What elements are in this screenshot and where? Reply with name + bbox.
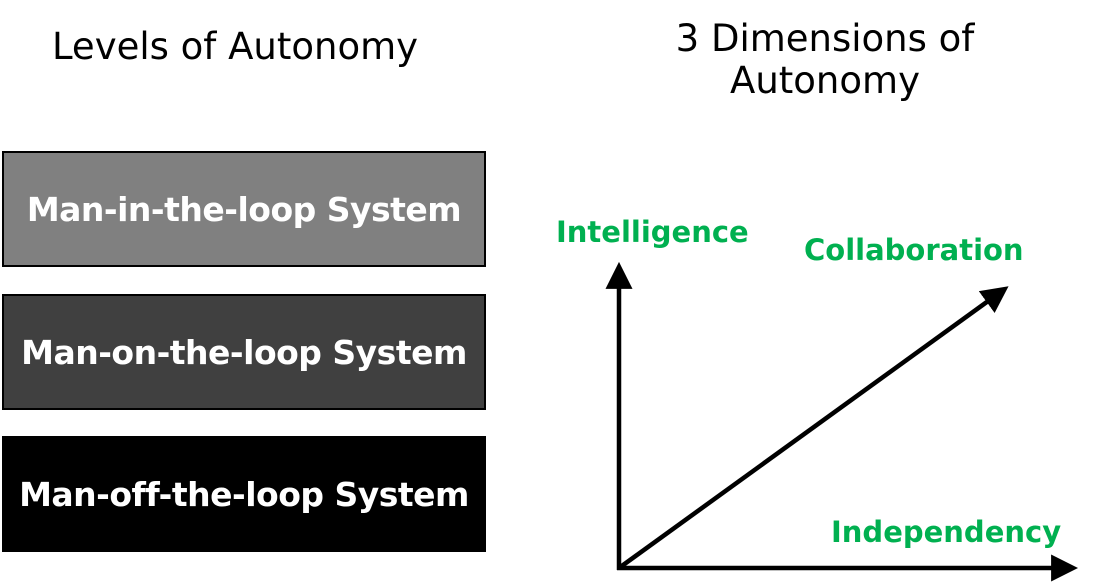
level-man-in-the-loop: Man-in-the-loop System [2,151,486,267]
dimensions-title: 3 Dimensions of Autonomy [675,17,975,102]
level-man-on-the-loop: Man-on-the-loop System [2,294,486,410]
levels-title: Levels of Autonomy [51,25,419,68]
level-man-off-the-loop: Man-off-the-loop System [2,436,486,552]
collaboration-label: Collaboration [804,233,1024,267]
intelligence-label: Intelligence [556,215,749,249]
independency-label: Independency [831,515,1062,549]
collaboration-axis-arrow [617,286,1009,570]
